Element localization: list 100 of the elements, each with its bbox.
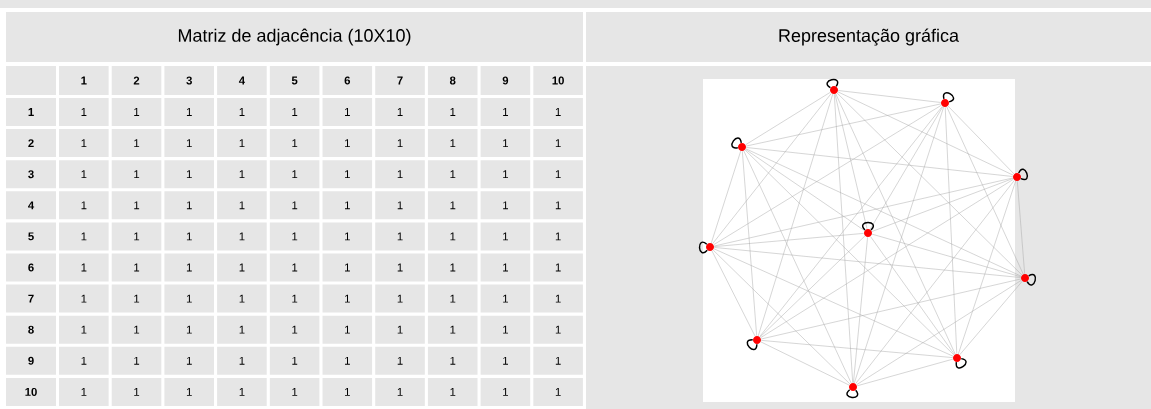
graph-edge <box>745 103 942 147</box>
graph-edge <box>744 149 955 356</box>
table-cell: 1 <box>533 160 583 189</box>
graph-vertex <box>849 383 857 391</box>
table-cell: 1 <box>217 284 267 313</box>
graph-edge <box>714 233 864 247</box>
graph-edge <box>711 150 741 244</box>
graph-edge <box>856 280 1022 385</box>
table-cell: 1 <box>217 377 267 406</box>
table-cell: 1 <box>375 253 425 282</box>
table-cell: 1 <box>59 191 109 220</box>
graph-edge <box>711 250 756 337</box>
graph-edge <box>869 106 944 230</box>
graph-edge <box>835 93 956 355</box>
table-cell: 5 <box>6 222 56 251</box>
table-cell: 1 <box>111 160 162 189</box>
table-cell: 1 <box>217 129 267 158</box>
graph-vertex <box>738 143 746 151</box>
table-cell: 1 <box>533 222 583 251</box>
table-cell: 1 <box>59 66 109 95</box>
graph-edge <box>855 180 1015 384</box>
table-cell: 1 <box>269 191 320 220</box>
graph-edge <box>834 94 853 383</box>
graph-edge <box>745 149 865 231</box>
graph-edge <box>946 106 1024 275</box>
table-cell: 4 <box>217 66 267 95</box>
table-cell: 1 <box>269 253 320 282</box>
table-cell: 1 <box>6 98 56 126</box>
table-cell: 1 <box>322 160 373 189</box>
table-cell: 10 <box>6 377 56 406</box>
table-cell: 1 <box>164 191 214 220</box>
table-cell: 1 <box>480 160 531 189</box>
table-cell: 1 <box>427 129 478 158</box>
table-cell: 1 <box>480 129 531 158</box>
table-cell: 1 <box>427 191 478 220</box>
graph-edge <box>743 150 852 384</box>
table-cell: 1 <box>427 253 478 282</box>
table-cell: 1 <box>164 346 214 375</box>
self-loop <box>826 78 839 89</box>
graph-edge <box>834 93 868 230</box>
table-cell: 1 <box>533 315 583 344</box>
self-loop <box>846 388 859 399</box>
graph-vertex <box>1021 274 1029 282</box>
table-cell: 1 <box>164 284 214 313</box>
table-cell: 1 <box>322 253 373 282</box>
table-cell: 1 <box>375 160 425 189</box>
table-cell: 1 <box>59 160 109 189</box>
self-loop <box>861 221 875 231</box>
graph-vertex <box>864 229 872 237</box>
table-cell: 1 <box>111 253 162 282</box>
graph-edge <box>944 107 958 354</box>
table-cell: 1 <box>164 98 214 126</box>
graph-vertex <box>953 354 961 362</box>
table-cell: 1 <box>427 160 478 189</box>
graph-edge <box>713 177 1014 247</box>
graph-edge <box>713 105 942 245</box>
graph-edge <box>1017 181 1025 274</box>
table-cell: 2 <box>6 129 56 158</box>
self-loop <box>746 339 758 351</box>
table-cell: 1 <box>164 160 214 189</box>
table-cell: 1 <box>533 284 583 313</box>
graph-edge <box>838 90 941 103</box>
table-cell: 1 <box>533 191 583 220</box>
graph-vertex <box>753 336 761 344</box>
graph-edge <box>760 278 1022 340</box>
table-cell: 1 <box>217 160 267 189</box>
graph-edge <box>746 147 1013 177</box>
self-loop <box>1017 168 1029 181</box>
table-cell: 1 <box>217 98 267 126</box>
graph-edge <box>760 341 850 386</box>
table-cell: 1 <box>533 253 583 282</box>
table-cell: 1 <box>533 377 583 406</box>
table-cell: 1 <box>269 129 320 158</box>
table-cell: 1 <box>59 377 109 406</box>
table-cell: 1 <box>59 284 109 313</box>
table-cell: 1 <box>59 222 109 251</box>
graph-edge <box>836 92 1023 276</box>
graph-edge <box>760 179 1014 338</box>
graph-edge <box>837 91 1014 176</box>
graph-edge <box>714 247 1021 278</box>
table-cell: 1 <box>164 129 214 158</box>
table-cell: 1 <box>375 129 425 158</box>
graph-vertex <box>941 99 949 107</box>
table-cell: 1 <box>164 377 214 406</box>
table-cell: 1 <box>111 191 162 220</box>
table-cell: 1 <box>269 160 320 189</box>
table-cell: 1 <box>59 253 109 282</box>
graph-edge <box>871 178 1014 232</box>
graph-vertex <box>830 86 838 94</box>
table-cell: 3 <box>164 66 214 95</box>
table-cell: 1 <box>322 222 373 251</box>
table-cell: 1 <box>480 253 531 282</box>
table-cell: 6 <box>6 253 56 282</box>
graph-edge <box>758 93 833 337</box>
table-cell: 1 <box>269 222 320 251</box>
table-cell: 9 <box>6 346 56 375</box>
table-cell: 1 <box>375 346 425 375</box>
table-cell: 1 <box>164 222 214 251</box>
table-cell: 1 <box>59 129 109 158</box>
graph-edge <box>745 92 831 145</box>
